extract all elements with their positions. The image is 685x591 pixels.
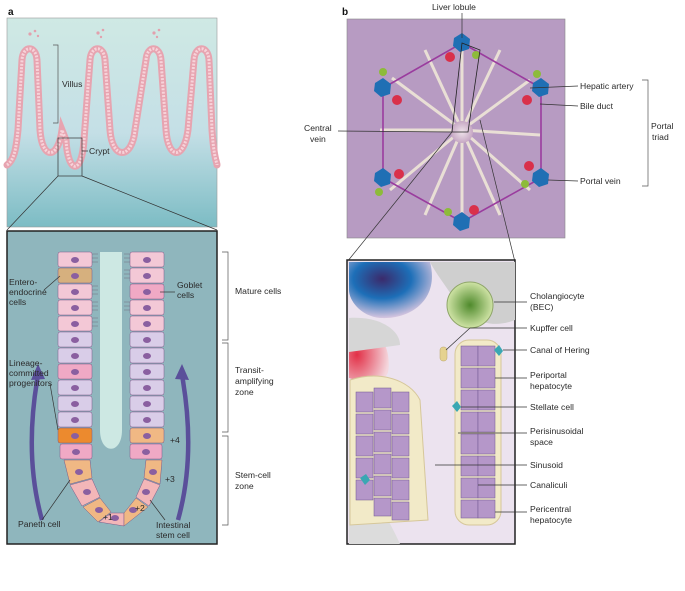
- zone-transit-2: amplifying: [235, 376, 274, 386]
- lineage-label-3: progenitors: [9, 378, 52, 388]
- panel-a-labels: Entero- endocrine cells Goblet cells Lin…: [9, 275, 203, 540]
- cholangiocyte: [446, 281, 494, 329]
- villus-label: Villus: [62, 79, 82, 89]
- position-plus1: +1: [103, 512, 113, 522]
- enteroendocrine-label-1: Entero-: [9, 277, 37, 287]
- periportal-label-1: Periportal: [530, 370, 567, 380]
- liver-lobule: [346, 18, 566, 263]
- portal-triad-label-2: triad: [652, 132, 669, 142]
- zone-transit-1: Transit-: [235, 365, 264, 375]
- intestinal-label-2: stem cell: [156, 530, 190, 540]
- zone-stem-1: Stem-cell: [235, 470, 271, 480]
- portal-triad-label-1: Portal: [651, 121, 674, 131]
- hepatic-artery-label: Hepatic artery: [580, 81, 634, 91]
- perisinusoidal-label-1: Perisinusoidal: [530, 426, 584, 436]
- goblet-label-1: Goblet: [177, 280, 203, 290]
- kupffer-cell: [494, 345, 503, 356]
- zone-mature: Mature cells: [235, 286, 281, 296]
- central-vein-label-2: vein: [310, 134, 326, 144]
- liver-detail: [346, 259, 516, 545]
- cholangiocyte-label-1: Cholangiocyte: [530, 291, 585, 301]
- periportal-label-2: hepatocyte: [530, 381, 572, 391]
- stellate-label: Stellate cell: [530, 402, 574, 412]
- liver-lobule-label: Liver lobule: [432, 2, 476, 12]
- canaliculi-label: Canaliculi: [530, 480, 567, 490]
- bile-duct-label: Bile duct: [580, 101, 614, 111]
- cholangiocyte-label-2: (BEC): [530, 302, 554, 312]
- kupffer-label: Kupffer cell: [530, 323, 573, 333]
- central-vein-label-1: Central: [304, 123, 332, 133]
- zone-brackets: Mature cells Transit- amplifying zone St…: [222, 251, 281, 526]
- paneth-label: Paneth cell: [18, 519, 61, 529]
- pericentral-label-1: Pericentral: [530, 504, 571, 514]
- pericentral-label-2: hepatocyte: [530, 515, 572, 525]
- lineage-label-1: Lineage-: [9, 358, 43, 368]
- zone-transit-3: zone: [235, 387, 254, 397]
- crypt-label: Crypt: [89, 146, 110, 156]
- enteroendocrine-label-2: endocrine: [9, 287, 47, 297]
- intestinal-label-1: Intestinal: [156, 520, 190, 530]
- enteroendocrine-label-3: cells: [9, 297, 26, 307]
- zone-stem-2: zone: [235, 481, 254, 491]
- position-plus4: +4: [170, 435, 180, 445]
- lineage-label-2: committed: [9, 368, 49, 378]
- crypt-zoom-box: [57, 137, 83, 177]
- panel-b-letter: b: [342, 7, 348, 18]
- panel-b-labels: Liver lobule Hepatic artery Bile duct Po…: [304, 2, 674, 525]
- crypt-detail: [6, 230, 218, 545]
- position-plus3: +3: [165, 474, 175, 484]
- goblet-label-2: cells: [177, 290, 194, 300]
- perisinusoidal-label-2: space: [530, 437, 553, 447]
- panel-a-letter: a: [8, 7, 14, 18]
- intestine-overview: Villus Crypt: [3, 17, 221, 231]
- position-plus2: +2: [135, 503, 145, 513]
- canal-hering-label: Canal of Hering: [530, 345, 590, 355]
- portal-vein-label: Portal vein: [580, 176, 621, 186]
- sinusoid-label: Sinusoid: [530, 460, 563, 470]
- stellate-cell: [452, 401, 461, 412]
